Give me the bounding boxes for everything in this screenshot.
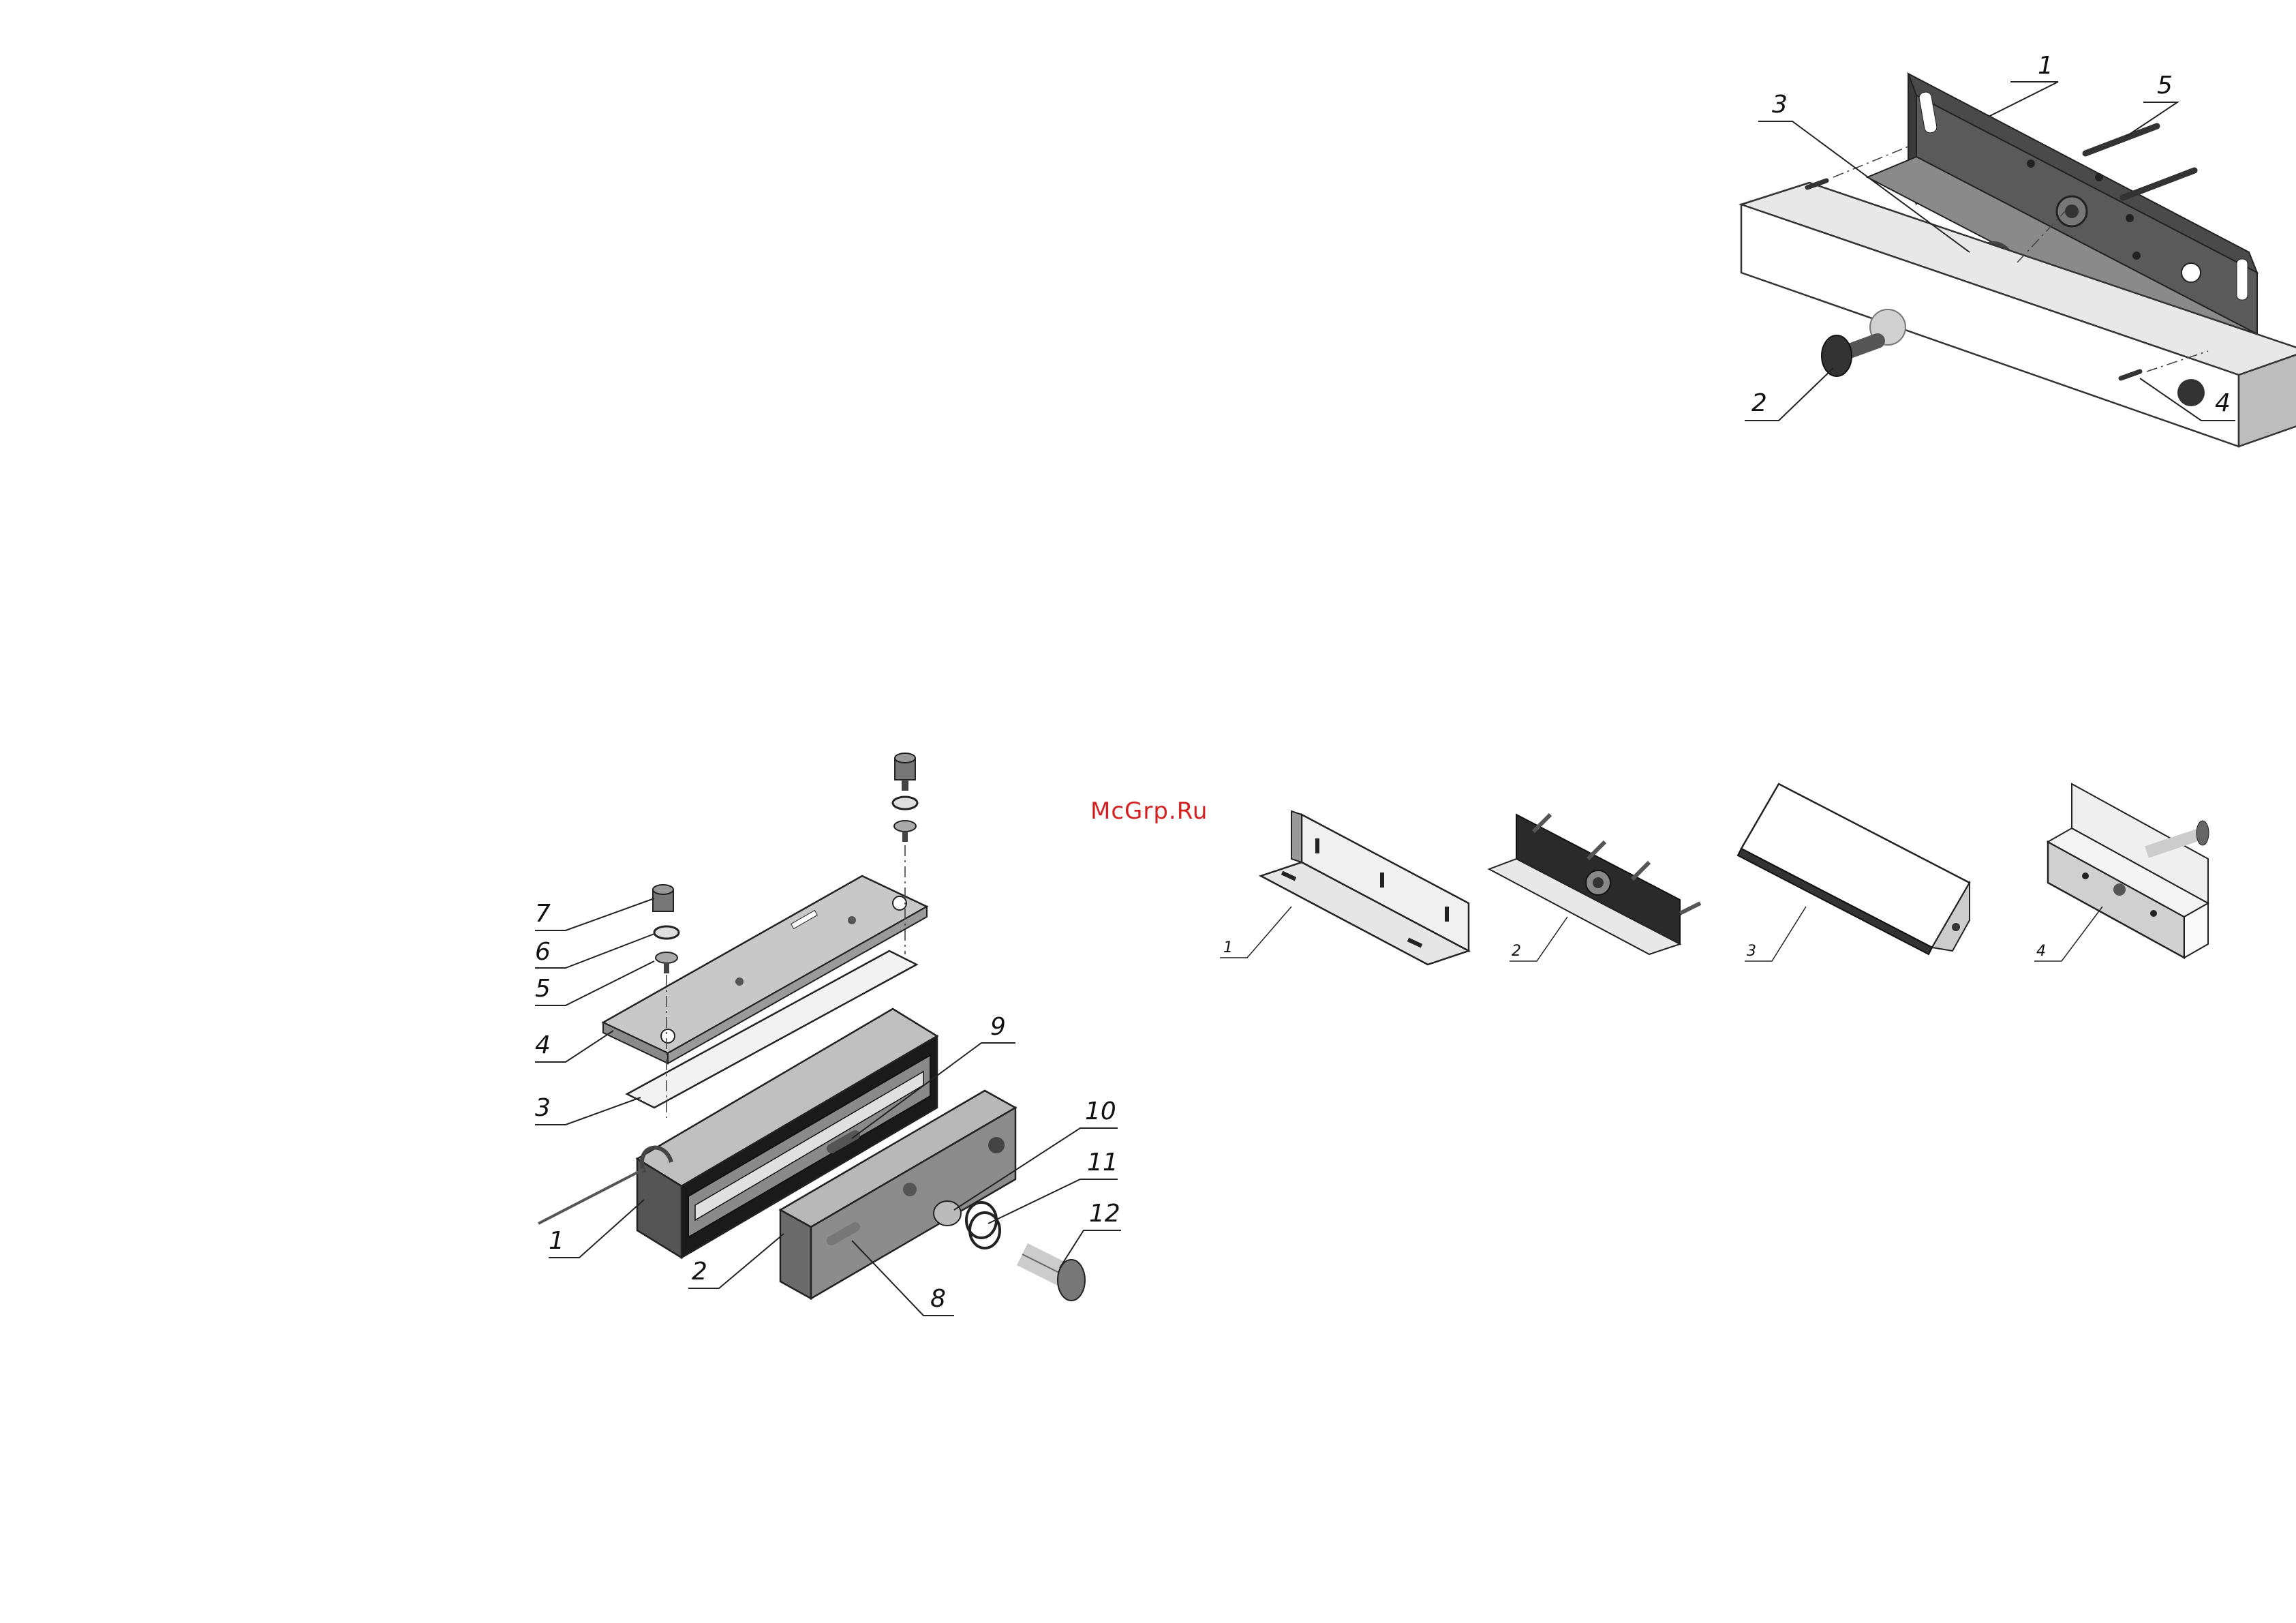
small-screw-top xyxy=(1807,181,1826,187)
callout-main-8: 8 xyxy=(930,1285,946,1313)
callout-variant-3: 3 xyxy=(1747,943,1756,960)
callout-top-3: 3 xyxy=(1772,91,1788,119)
right-bolt-stack xyxy=(893,753,917,842)
callout-variant-1: 1 xyxy=(1223,939,1233,956)
power-cable xyxy=(538,1169,644,1224)
bracket-variant-2 xyxy=(1489,815,1700,954)
left-bolt-stack xyxy=(653,885,679,973)
sleeve xyxy=(934,1201,961,1226)
callout-top-1: 1 xyxy=(2038,52,2053,80)
callout-main-4: 4 xyxy=(535,1031,551,1059)
callout-main-6: 6 xyxy=(535,938,551,966)
callout-variant-2: 2 xyxy=(1512,943,1521,960)
callout-main-9: 9 xyxy=(990,1013,1006,1041)
armature-plate-assembly xyxy=(1741,74,2296,446)
plunger-pin xyxy=(1022,1254,1085,1301)
callout-main-12: 12 xyxy=(1089,1200,1120,1228)
callout-variant-4: 4 xyxy=(2036,943,2046,960)
callout-main-10: 10 xyxy=(1085,1097,1116,1125)
bracket-variant-1 xyxy=(1261,811,1469,965)
callout-main-5: 5 xyxy=(535,975,551,1003)
callout-main-11: 11 xyxy=(1087,1149,1118,1177)
spring xyxy=(966,1202,1000,1248)
callout-main-3: 3 xyxy=(535,1094,551,1122)
callout-top-2: 2 xyxy=(1751,389,1767,417)
callout-main-1: 1 xyxy=(549,1227,564,1255)
bracket-variant-4 xyxy=(2048,784,2209,958)
callout-main-2: 2 xyxy=(692,1258,707,1286)
bracket-variant-3 xyxy=(1738,784,1970,954)
mounting-bolt xyxy=(1822,335,1878,376)
callout-top-4: 4 xyxy=(2215,389,2231,417)
callout-main-7: 7 xyxy=(535,900,551,928)
callout-top-5: 5 xyxy=(2157,72,2173,100)
